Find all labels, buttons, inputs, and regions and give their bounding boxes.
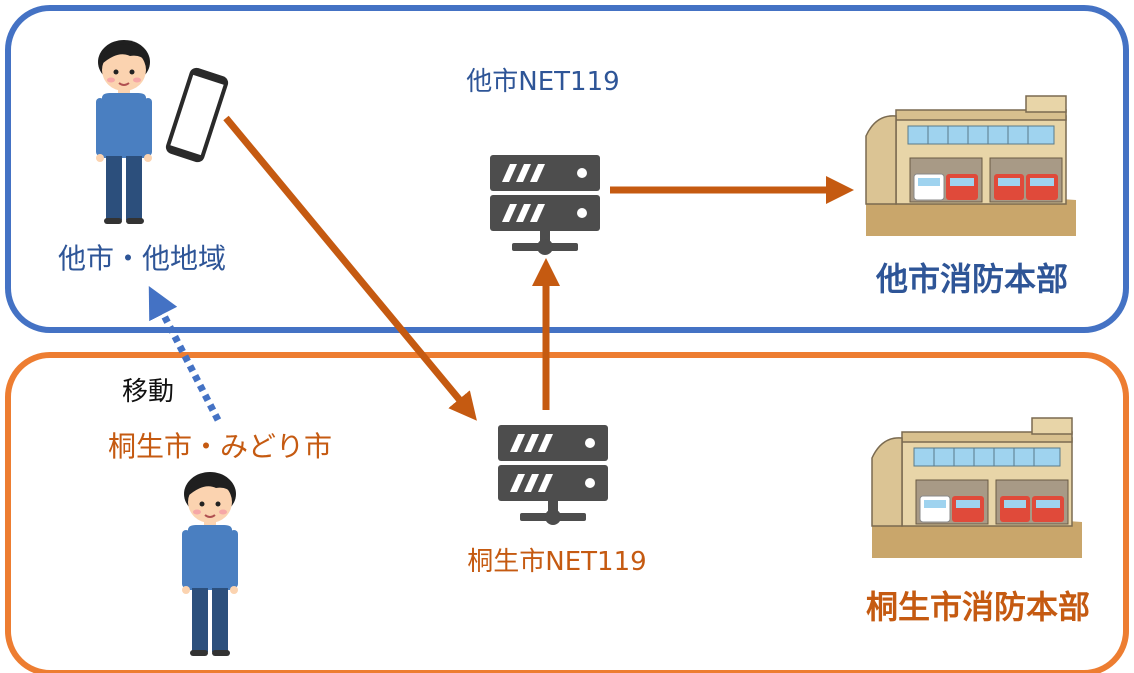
kiryu-person-icon: [181, 471, 239, 657]
other-city-region-box: [5, 5, 1129, 333]
other-city-fire-hq-label: 他市消防本部: [875, 260, 1068, 298]
kiryu-region-box: [5, 352, 1129, 673]
smartphone-icon: [165, 67, 229, 163]
move-label: 移動: [122, 377, 174, 407]
other-city-server-icon: [490, 155, 600, 255]
other-city-area-label: 他市・他地域: [58, 242, 226, 275]
kiryu-area-label: 桐生市・みどり市: [108, 430, 332, 463]
other-city-network-label: 他市NET119: [466, 67, 619, 97]
kiryu-fire-hq-label: 桐生市消防本部: [866, 588, 1090, 626]
move-arrow: [148, 286, 222, 422]
call-arrow: [223, 115, 477, 421]
kiryu-network-label: 桐生市NET119: [467, 547, 646, 577]
caller-person-icon: [95, 39, 153, 225]
other-city-fire-station-icon: [865, 95, 1077, 237]
kiryu-fire-station-icon: [871, 417, 1083, 559]
kiryu-server-icon: [498, 425, 608, 525]
